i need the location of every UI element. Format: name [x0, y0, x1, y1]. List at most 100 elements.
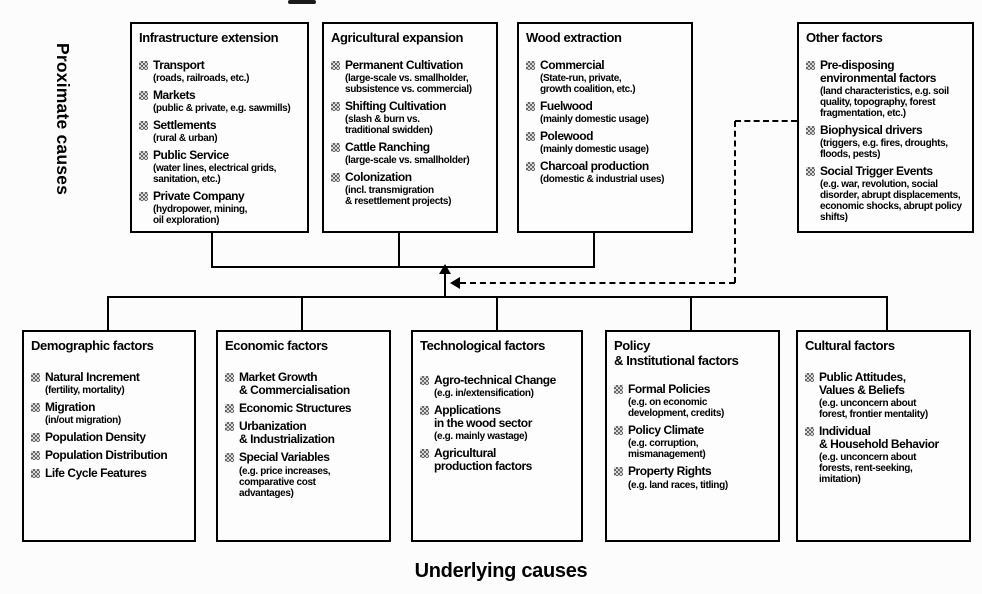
- checkered-bullet-icon: [420, 449, 429, 459]
- item-title: Individual & Household Behavior: [819, 423, 939, 452]
- item-note: (triggers, e.g. fires, droughts, floods,…: [820, 138, 948, 161]
- item-title: Agro-technical Change: [434, 372, 556, 387]
- checkered-bullet-icon: [526, 60, 535, 70]
- box-title: Technological factors: [420, 338, 545, 353]
- checkered-bullet-icon: [31, 372, 40, 382]
- checkered-bullet-icon: [331, 101, 340, 111]
- item-title: Social Trigger Events: [820, 164, 933, 179]
- checkered-bullet-icon: [139, 60, 148, 70]
- item-title: Charcoal production: [540, 159, 649, 174]
- box-agricultural-expansion: Agricultural expansion Permanent Cultiva…: [322, 22, 498, 233]
- item-note: (rural & urban): [153, 133, 218, 145]
- item-title: Natural Increment: [45, 369, 140, 384]
- item-note: (e.g. corruption, mismanagement): [628, 438, 706, 461]
- item-note: (e.g. price increases, comparative cost …: [239, 465, 331, 499]
- checkered-bullet-icon: [806, 125, 815, 135]
- list-item: Population Distribution: [31, 448, 189, 462]
- list-item: Fuelwood(mainly domestic usage): [526, 99, 686, 125]
- item-title: Migration: [45, 399, 95, 414]
- checkered-bullet-icon: [420, 405, 429, 415]
- connector-stub-demographic: [107, 296, 109, 330]
- dashed-connector-other-factors-bottom: [460, 282, 735, 284]
- list-item: Economic Structures: [225, 401, 384, 415]
- connector-stub-policy: [690, 296, 692, 330]
- checkered-bullet-icon: [225, 403, 234, 413]
- list-item: Individual & Household Behavior(e.g. unc…: [805, 423, 964, 485]
- checkered-bullet-icon: [31, 432, 40, 442]
- box-title: Demographic factors: [31, 338, 154, 353]
- up-arrowhead-icon: [439, 264, 451, 274]
- box-title: Policy & Institutional factors: [614, 338, 739, 368]
- item-note: (domestic & industrial uses): [540, 174, 665, 186]
- checkered-bullet-icon: [139, 192, 148, 202]
- checkered-bullet-icon: [805, 372, 814, 382]
- list-item: Commercial(State-run, private, growth co…: [526, 58, 686, 95]
- box-title: Infrastructure extension: [139, 30, 279, 45]
- item-title: Permanent Cultivation: [345, 57, 463, 72]
- item-note: (mainly domestic usage): [540, 144, 649, 156]
- checkered-bullet-icon: [225, 372, 234, 382]
- checkered-bullet-icon: [31, 402, 40, 412]
- connector-stub-agricultural: [398, 233, 400, 268]
- checkered-bullet-icon: [806, 167, 815, 177]
- list-item: Applications in the wood sector(e.g. mai…: [420, 402, 576, 443]
- list-item: Cattle Ranching(large-scale vs. smallhol…: [331, 139, 491, 167]
- item-title: Special Variables: [239, 450, 330, 465]
- item-title: Public Attitudes, Values & Beliefs: [819, 369, 906, 397]
- item-note: (e.g. mainly wastage): [434, 431, 528, 443]
- item-title: Market Growth & Commercialisation: [239, 369, 350, 397]
- checkered-bullet-icon: [614, 385, 623, 395]
- top-edge-crop-artifact: [288, 0, 316, 4]
- dashed-connector-other-factors-vertical: [734, 121, 736, 283]
- connector-stub-cultural: [886, 296, 888, 330]
- list-item: Market Growth & Commercialisation: [225, 369, 384, 397]
- proximate-causes-label: Proximate causes: [53, 43, 73, 196]
- checkered-bullet-icon: [31, 451, 40, 461]
- item-title: Population Density: [45, 429, 146, 444]
- item-note: (large-scale vs. smallholder, subsistenc…: [345, 72, 472, 95]
- list-item: Formal Policies(e.g. on economic develop…: [614, 382, 773, 420]
- list-item: Urbanization & Industrialization: [225, 419, 384, 447]
- list-item: Shifting Cultivation(slash & burn vs. tr…: [331, 99, 491, 136]
- item-title: Agricultural production factors: [434, 446, 532, 474]
- checkered-bullet-icon: [805, 426, 814, 436]
- item-title: Settlements: [153, 117, 217, 132]
- item-note: (mainly domestic usage): [540, 113, 649, 125]
- box-economic-factors: Economic factors Market Growth & Commerc…: [216, 330, 391, 542]
- list-item: Polewood(mainly domestic usage): [526, 129, 686, 156]
- checkered-bullet-icon: [526, 131, 535, 141]
- checkered-bullet-icon: [139, 151, 148, 161]
- list-item: Charcoal production(domestic & industria…: [526, 159, 686, 186]
- item-note: (e.g. land races, titling): [628, 479, 728, 491]
- item-title: Applications in the wood sector: [434, 402, 532, 430]
- item-note: (e.g. on economic development, credits): [628, 397, 725, 420]
- list-item: Natural Increment(fertility, mortality): [31, 369, 189, 396]
- checkered-bullet-icon: [331, 60, 340, 70]
- item-title: Cattle Ranching: [345, 139, 430, 154]
- box-policy-institutional-factors: Policy & Institutional factors Formal Po…: [605, 330, 780, 542]
- box-infrastructure-extension: Infrastructure extension Transport(roads…: [130, 22, 309, 233]
- list-item: Public Attitudes, Values & Beliefs(e.g. …: [805, 369, 964, 420]
- box-cultural-factors: Cultural factors Public Attitudes, Value…: [796, 330, 971, 542]
- checkered-bullet-icon: [331, 173, 340, 183]
- item-note: (State-run, private, growth coalition, e…: [540, 72, 636, 95]
- box-title: Wood extraction: [526, 30, 622, 45]
- item-title: Property Rights: [628, 464, 712, 479]
- item-title: Urbanization & Industrialization: [239, 419, 335, 447]
- item-title: Markets: [153, 87, 196, 102]
- checkered-bullet-icon: [225, 422, 234, 432]
- item-note: (fertility, mortality): [45, 384, 125, 396]
- list-item: Private Company(hydropower, mining, oil …: [139, 190, 302, 226]
- checkered-bullet-icon: [225, 453, 234, 463]
- list-item: Colonization(incl. transmigration & rese…: [331, 170, 491, 207]
- checkered-bullet-icon: [420, 375, 429, 385]
- item-note: (e.g. unconcern about forest, frontier m…: [819, 397, 928, 420]
- item-note: (land characteristics, e.g. soil quality…: [820, 85, 949, 119]
- connector-proximate-bus: [211, 266, 595, 268]
- item-note: (large-scale vs. smallholder): [345, 155, 470, 167]
- checkered-bullet-icon: [614, 426, 623, 436]
- item-note: (public & private, e.g. sawmills): [153, 102, 291, 114]
- underlying-causes-label: Underlying causes: [414, 560, 588, 582]
- item-title: Private Company: [153, 189, 245, 204]
